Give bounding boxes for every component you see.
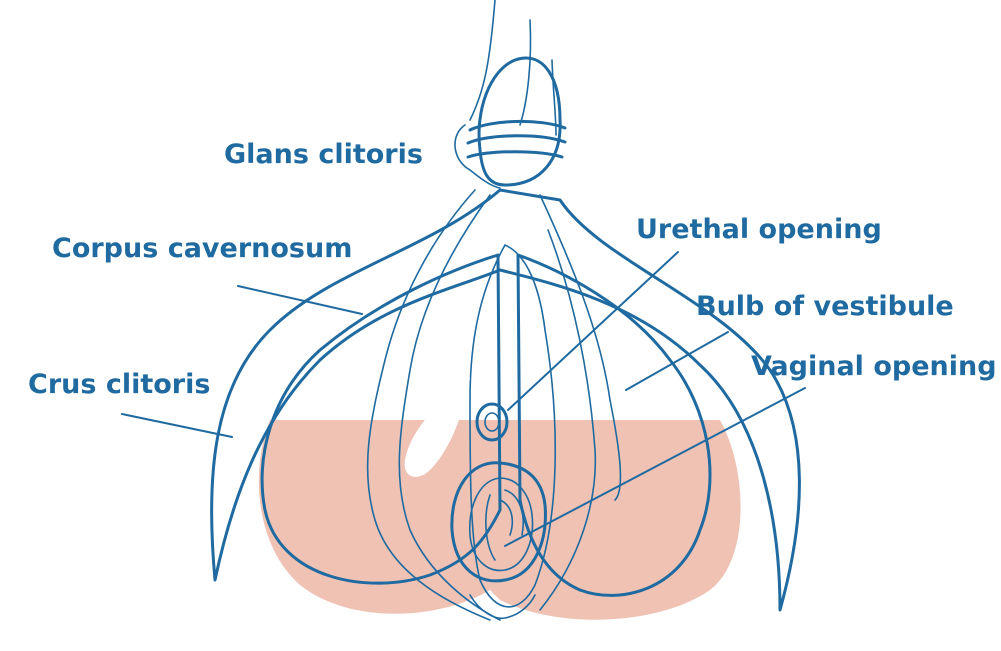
label-bulb-of-vestibule: Bulb of vestibule [696,291,954,322]
contour-bottom [469,594,536,620]
leader-bulb-of-vestibule [625,331,729,391]
right-bulb-shape [516,253,712,597]
contour-right-2 [539,229,597,611]
contour-left-1 [366,189,491,621]
labia-inner-shape [469,244,557,608]
label-vaginal-opening: Vaginal opening [751,351,997,382]
contour-left-2 [398,194,501,621]
left-bulb-shape [260,253,502,585]
vaginal-opening-fold-2 [499,499,514,536]
hood-side-left [454,124,501,189]
hood-ring-2 [466,134,567,145]
leader-corpus-cavernosum [237,285,363,315]
vaginal-opening-outer [450,461,547,583]
corpus-cavernosum-shape [210,188,801,612]
vaginal-opening-fold-3 [485,494,496,561]
hood-side-right [551,59,557,136]
nerve-line-2 [519,19,532,126]
urethral-opening-inner [484,412,500,432]
glans-shape [477,56,562,187]
nerve-line-1 [469,0,496,121]
label-glans-clitoris: Glans clitoris [224,139,423,170]
vaginal-opening-inner [469,477,534,572]
highlight-shape [404,378,470,477]
urethral-opening-outer [475,402,509,442]
label-corpus-cavernosum: Corpus cavernosum [52,233,352,264]
label-crus-clitoris: Crus clitoris [28,369,210,400]
hood-ring-1 [468,120,567,132]
leader-urethal-opening [507,251,679,411]
hood-ring-3 [466,150,564,159]
contour-right-1 [539,194,622,501]
vaginal-opening-fold-1 [504,489,524,536]
label-urethal-opening: Urethal opening [636,214,882,245]
leader-crus-clitoris [121,413,233,438]
leader-vaginal-opening [504,387,806,547]
